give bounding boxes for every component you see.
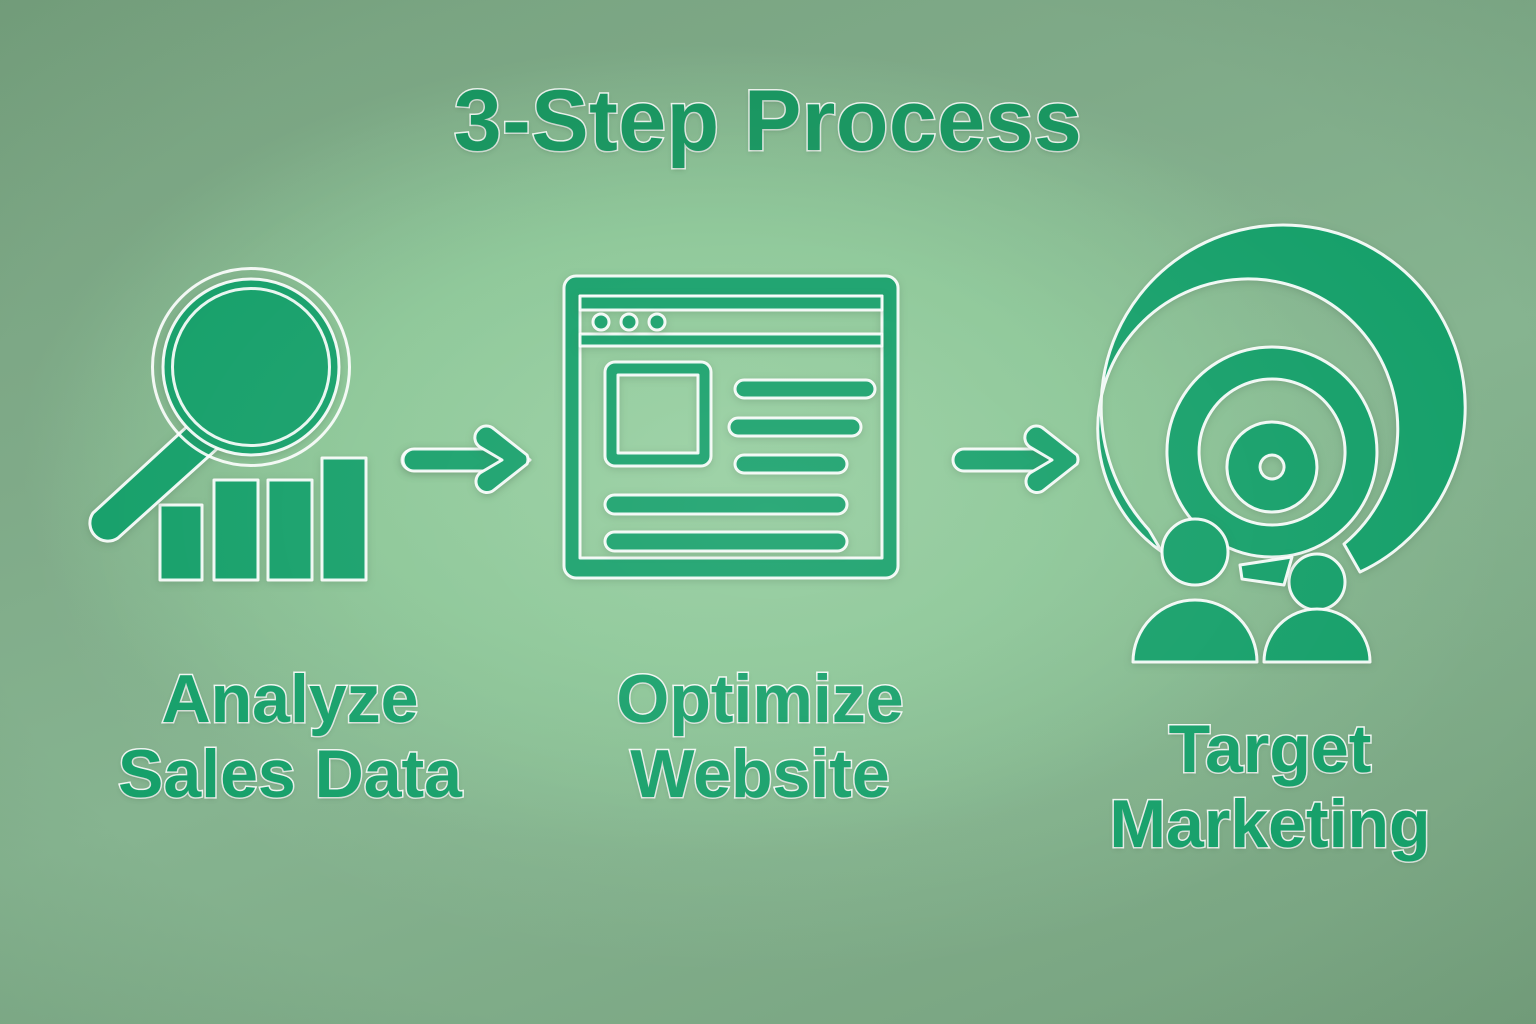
step-3-label-line2: Marketing <box>1108 785 1432 863</box>
magnifier-handle <box>88 420 220 543</box>
bar-4 <box>320 456 368 582</box>
audience-connector <box>1238 555 1294 587</box>
bar-1 <box>158 503 204 582</box>
window-titlebar <box>578 294 884 312</box>
bar-3 <box>266 478 314 582</box>
page-title: 3-Step Process <box>452 72 1083 171</box>
step-2-label: Optimize Website <box>530 660 990 813</box>
target-outer-ring <box>1096 223 1467 574</box>
target-inner-ring <box>1225 420 1319 514</box>
person-large-body <box>1131 598 1259 664</box>
step-2-label-line2: Website <box>629 735 891 813</box>
window-titlebar-divider <box>578 332 884 348</box>
target-audience-icon <box>1096 223 1467 664</box>
step-1-label: Analyze Sales Data <box>40 660 540 813</box>
target-middle-ring <box>1165 345 1379 559</box>
content-line-2 <box>727 416 863 438</box>
person-small-body <box>1262 607 1372 664</box>
content-image-placeholder <box>603 360 713 468</box>
step-1-label-line1: Analyze <box>160 660 420 738</box>
step-3-label-line1: Target <box>1167 710 1373 788</box>
window-dot-2 <box>619 312 639 332</box>
content-line-1 <box>733 378 877 400</box>
magnifier-bar-chart-icon <box>88 267 388 592</box>
step-3-label: Target Marketing <box>1020 710 1520 863</box>
person-large-head <box>1160 517 1230 587</box>
content-line-3 <box>733 453 849 475</box>
arrow-right-icon <box>400 414 536 506</box>
window-dot-3 <box>647 312 667 332</box>
step-1-label-line2: Sales Data <box>117 735 464 813</box>
step-2-label-line1: Optimize <box>615 660 905 738</box>
content-line-4 <box>603 493 849 516</box>
magnifier-lens-inner-outline <box>171 287 331 447</box>
magnifier-lens <box>161 277 341 457</box>
window-dot-1 <box>591 312 611 332</box>
bar-2 <box>212 478 260 582</box>
content-line-5 <box>603 530 849 553</box>
arrow-right-icon <box>951 414 1086 506</box>
person-small-head <box>1287 552 1347 612</box>
magnifier-lens-outer-outline <box>151 267 351 467</box>
browser-window-icon <box>552 268 962 598</box>
